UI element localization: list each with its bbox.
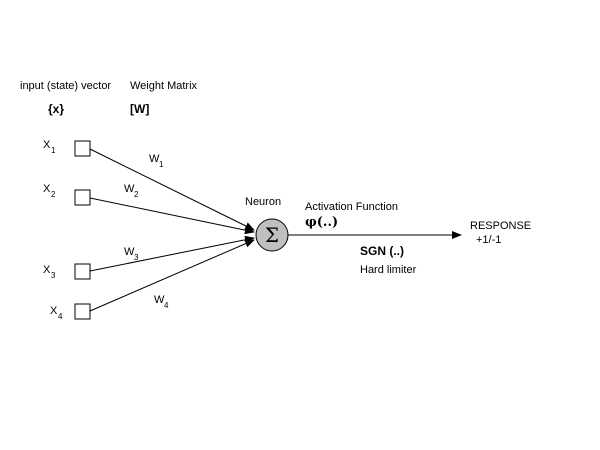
- weight-line-3: [89, 235, 255, 272]
- activation-symbol: φ(..): [305, 215, 338, 230]
- svg-text:X: X: [43, 183, 51, 195]
- neuron-label: Neuron: [245, 196, 281, 208]
- svg-text:4: 4: [164, 301, 169, 310]
- svg-text:4: 4: [58, 312, 63, 321]
- weight-label-4: W 4: [154, 294, 169, 310]
- svg-text:X: X: [43, 264, 51, 276]
- hard-limiter-label: Hard limiter: [360, 264, 417, 276]
- weight-line-1: [89, 148, 255, 231]
- svg-text:W: W: [154, 294, 165, 306]
- activation-function-label: Activation Function: [305, 201, 398, 213]
- input-label-3: X 3: [43, 264, 56, 280]
- svg-text:2: 2: [51, 190, 56, 199]
- svg-text:1: 1: [51, 146, 56, 155]
- neuron-node: [255, 218, 289, 252]
- svg-text:X: X: [43, 139, 51, 151]
- svg-text:W: W: [149, 153, 160, 165]
- input-box-4: [74, 303, 91, 320]
- weight-matrix-symbol: [W]: [130, 102, 149, 116]
- input-box-3: [74, 263, 91, 280]
- input-label-1: X 1: [43, 139, 56, 155]
- svg-text:3: 3: [134, 253, 139, 262]
- sgn-function-label: SGN (..): [360, 244, 404, 258]
- svg-text:W: W: [124, 183, 135, 195]
- svg-text:1: 1: [159, 160, 164, 169]
- weight-label-2: W 2: [124, 183, 139, 199]
- input-vector-symbol: {x}: [48, 102, 64, 116]
- input-label-4: X 4: [50, 305, 63, 321]
- input-vector-header: input (state) vector: [20, 80, 111, 92]
- svg-text:3: 3: [51, 271, 56, 280]
- weight-matrix-header: Weight Matrix: [130, 80, 198, 92]
- weight-label-3: W 3: [124, 246, 139, 262]
- svg-text:2: 2: [134, 190, 139, 199]
- svg-text:W: W: [124, 246, 135, 258]
- weight-label-1: W 1: [149, 153, 164, 169]
- response-label: RESPONSE: [470, 220, 531, 232]
- input-label-2: X 2: [43, 183, 56, 199]
- input-box-2: [74, 189, 91, 206]
- svg-text:X: X: [50, 305, 58, 317]
- weight-line-2: [89, 197, 255, 235]
- weight-line-4: [89, 239, 255, 312]
- sigma-icon: Σ: [265, 223, 279, 247]
- input-box-1: [74, 140, 91, 157]
- response-values: +1/-1: [476, 234, 501, 246]
